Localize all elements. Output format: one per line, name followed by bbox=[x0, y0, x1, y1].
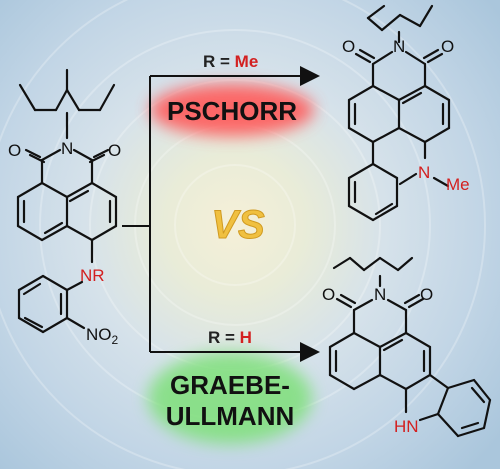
versus-mark: VS bbox=[211, 203, 265, 247]
sm-oxygen-right: O bbox=[108, 141, 121, 160]
pschorr-glow bbox=[150, 84, 314, 136]
p1-nitrogen: N bbox=[393, 37, 405, 56]
sm-nitro-label: NO2 bbox=[86, 325, 119, 347]
bottom-condition: R = H bbox=[208, 328, 252, 347]
p1-n-methyl: N bbox=[418, 163, 430, 182]
p2-nitrogen: N bbox=[374, 285, 386, 304]
pschorr-label: PSCHORR bbox=[167, 96, 297, 126]
ullmann-label: ULLMANN bbox=[166, 401, 295, 431]
graebe-label: GRAEBE- bbox=[170, 370, 290, 400]
p2-hn-label: HN bbox=[394, 417, 419, 436]
top-condition: R = Me bbox=[203, 52, 258, 71]
branch-arrows bbox=[122, 66, 320, 362]
p1-oxygen-right: O bbox=[441, 37, 454, 56]
p2-oxygen-left: O bbox=[322, 285, 335, 304]
sm-nr-label: NR bbox=[80, 266, 105, 285]
starting-material bbox=[16, 68, 118, 334]
sm-oxygen-left: O bbox=[8, 141, 21, 160]
product-graebe-ullmann bbox=[328, 256, 492, 438]
sm-nitrogen: N bbox=[61, 139, 73, 158]
p1-oxygen-left: O bbox=[342, 37, 355, 56]
graebe-ullmann-glow bbox=[148, 352, 312, 444]
product-pschorr bbox=[347, 4, 451, 222]
p1-me-label: Me bbox=[446, 175, 470, 194]
p2-oxygen-right: O bbox=[420, 285, 433, 304]
